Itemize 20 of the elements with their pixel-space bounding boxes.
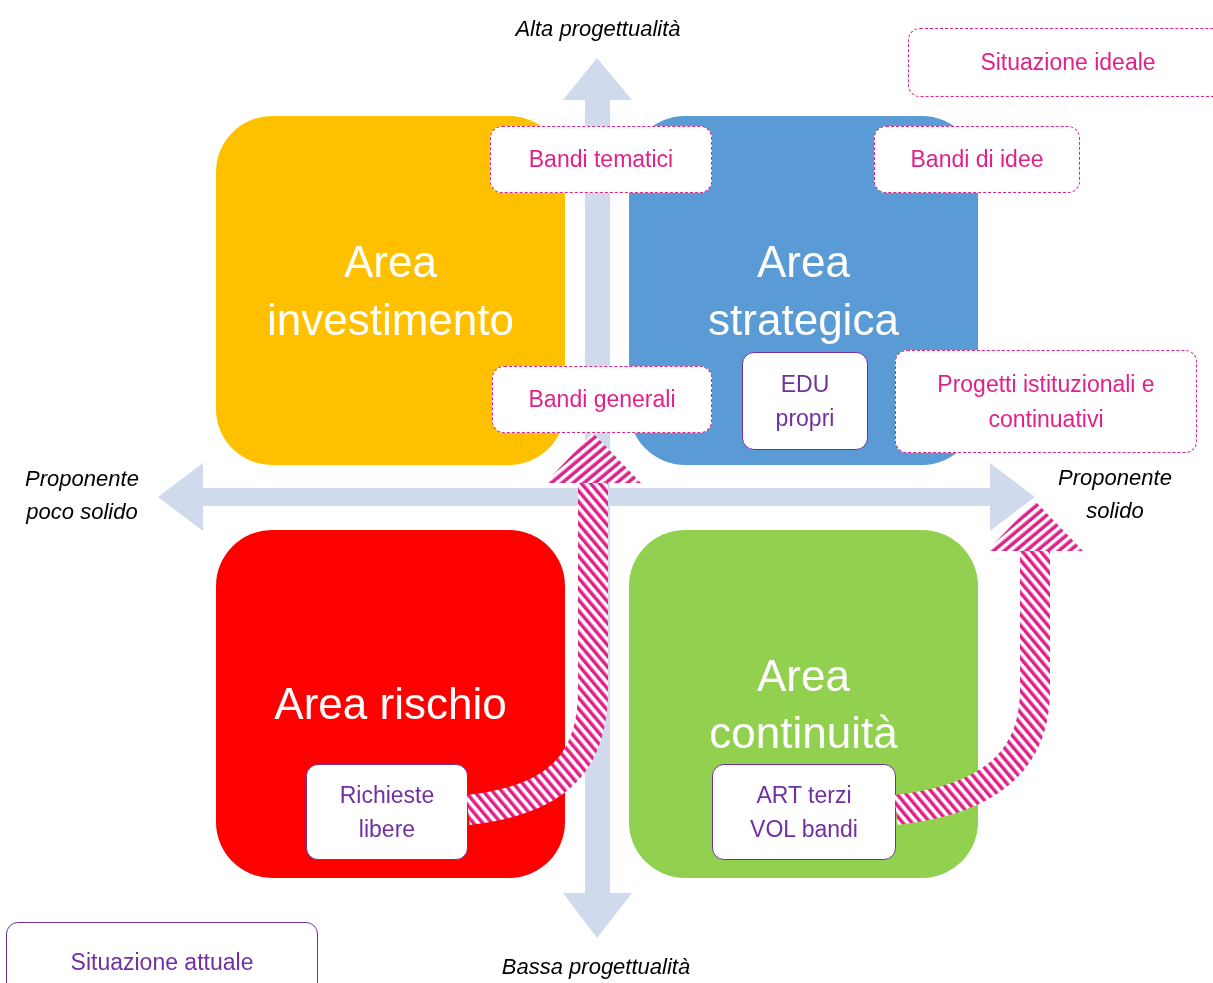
quadrant-box xyxy=(629,530,978,878)
quadrant-box xyxy=(216,530,565,878)
quadrant-title: Area continuità xyxy=(708,649,899,759)
axis-label: Alta progettualità xyxy=(513,15,682,43)
legend-box: Situazione ideale xyxy=(908,28,1213,97)
dashed-label-box: Progetti istituzionali e continuativi xyxy=(895,350,1197,453)
legend-box: Situazione attuale xyxy=(6,922,318,983)
quadrant-title: Area rischio xyxy=(274,678,507,731)
label-box: Richieste libere xyxy=(306,764,468,860)
hatched-arrow xyxy=(893,501,1083,825)
axis-label: Bassa progettualità xyxy=(500,953,692,981)
axis-label: Proponente solido xyxy=(1040,461,1190,529)
label-box: EDU propri xyxy=(742,352,868,450)
axis-label: Proponente poco solido xyxy=(24,465,140,526)
quadrant-title: Area investimento xyxy=(266,236,515,346)
dashed-label-box: Bandi generali xyxy=(492,366,712,433)
label-box: ART terzi VOL bandi xyxy=(712,764,896,860)
dashed-label-box: Bandi di idee xyxy=(874,126,1080,193)
quadrant-title: Area strategica xyxy=(707,236,900,346)
dashed-label-box: Bandi tematici xyxy=(490,126,712,193)
